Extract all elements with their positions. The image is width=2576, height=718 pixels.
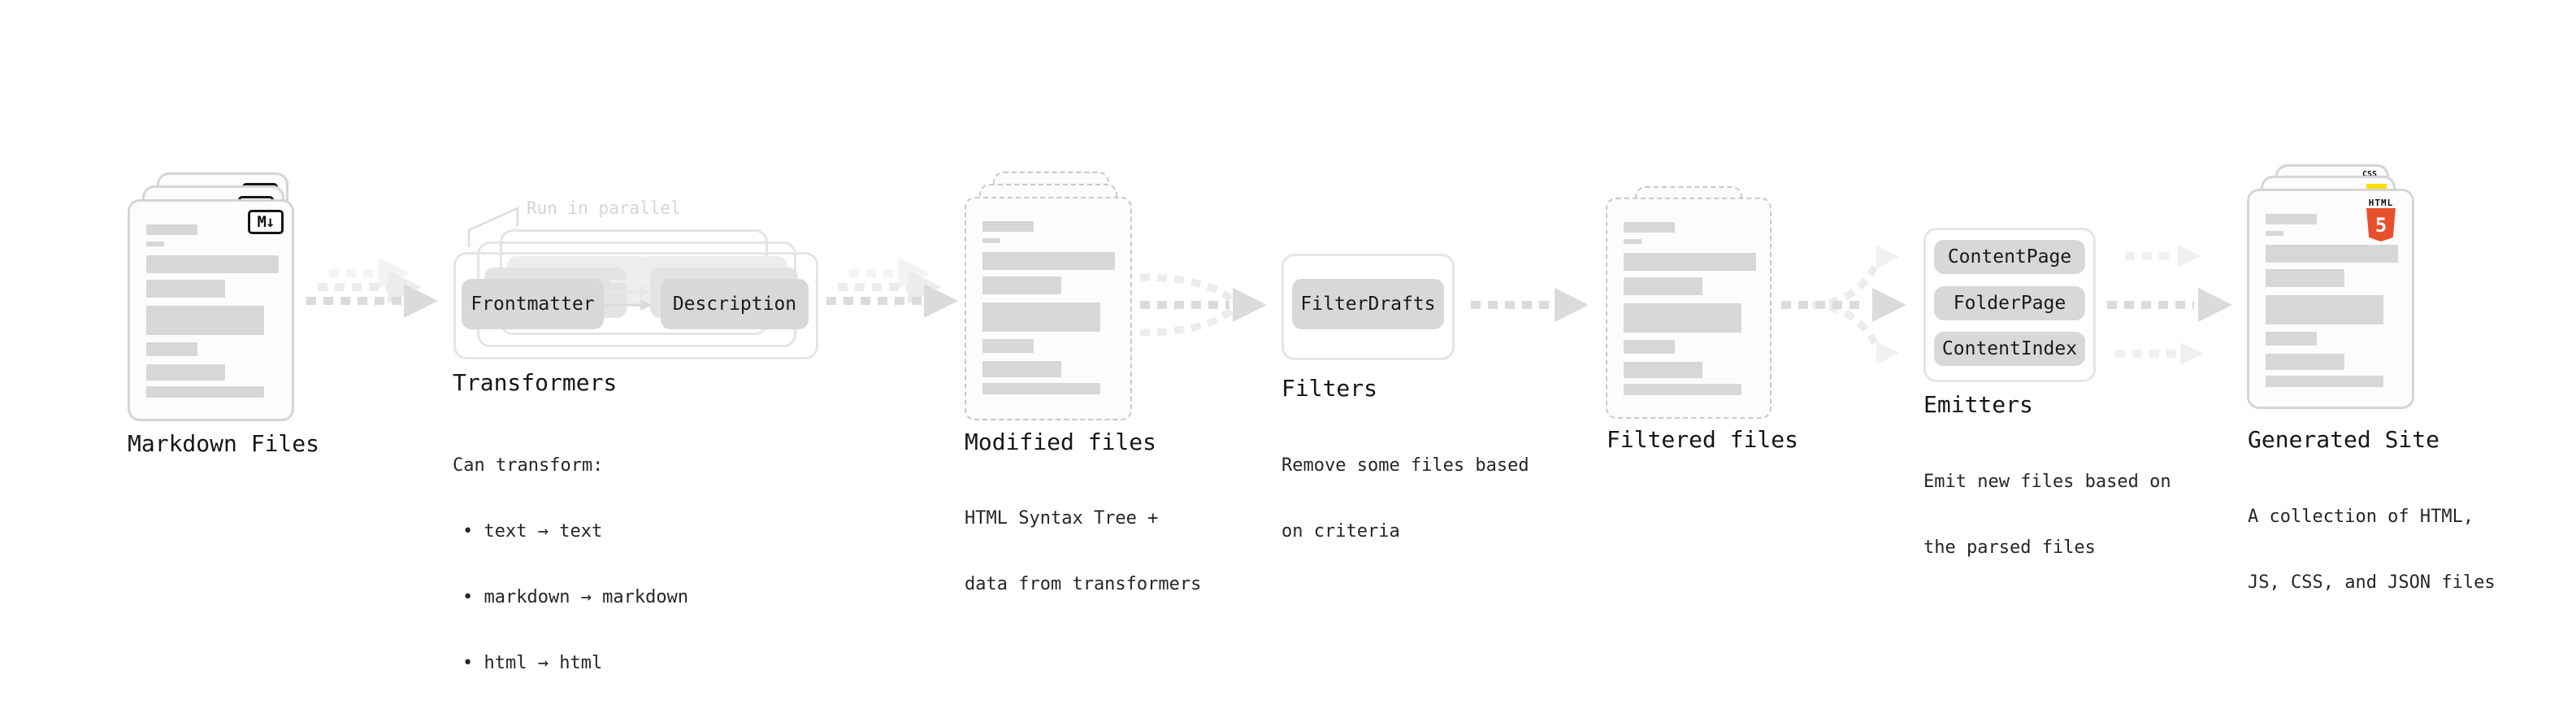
- text-bar: [146, 386, 264, 398]
- transformers-description-line: • text → text: [462, 521, 603, 542]
- frontmatter-chip-label: Frontmatter: [471, 294, 595, 315]
- pipeline-diagram: M↓ M↓ M↓ Markdown Files Frontmatter Desc…: [128, 164, 2496, 673]
- text-bar: [1624, 253, 1756, 271]
- markdown-files-label: Markdown Files: [128, 430, 320, 457]
- text-bar: [2266, 332, 2317, 346]
- markdown-icon-glyph: M↓: [257, 213, 275, 231]
- arrow-merge-modified-to-filters: [1139, 273, 1267, 337]
- transformers-description-line: Can transform:: [453, 455, 604, 476]
- text-bar: [146, 306, 264, 335]
- text-bar: [982, 383, 1100, 394]
- modified-files-label: Modified files: [965, 429, 1157, 455]
- text-bar: [982, 252, 1115, 270]
- site-file-card-html: HTML 5: [2247, 189, 2414, 409]
- text-bar: [982, 276, 1061, 294]
- markdown-icon: M↓: [248, 210, 284, 234]
- run-in-parallel-annotation: Run in parallel: [527, 198, 681, 218]
- text-bar: [146, 342, 197, 356]
- doc-content-bars: [2266, 214, 2398, 387]
- text-bar: [2266, 269, 2344, 287]
- text-bar: [146, 364, 225, 381]
- description-chip-label: Description: [672, 294, 797, 315]
- transformers-description-line: • html → html: [462, 653, 603, 673]
- html5-icon-wordmark: HTML: [2368, 198, 2394, 208]
- filters-description-line: Remove some files based: [1281, 455, 1529, 476]
- text-bar: [146, 242, 164, 246]
- folderpage-chip-label: FolderPage: [1953, 293, 2066, 314]
- text-bar: [2266, 231, 2283, 236]
- css-icon-wordmark: CSS: [2361, 170, 2378, 179]
- emitters-label: Emitters: [1923, 391, 2033, 418]
- transformers-label: Transformers: [453, 369, 618, 396]
- generated-site-description-line: A collection of HTML,: [2248, 507, 2474, 527]
- generated-site-label: Generated Site: [2248, 426, 2440, 453]
- svg-text:5: 5: [2375, 214, 2387, 237]
- text-bar: [2266, 295, 2383, 324]
- arrow-fanout-filtered-to-emitters: [1781, 246, 1906, 364]
- transformers-description: Can transform: • text → text • markdown …: [453, 411, 688, 718]
- transformers-description-line: • markdown → markdown: [462, 587, 689, 607]
- text-bar: [1624, 222, 1675, 233]
- folderpage-chip: FolderPage: [1934, 286, 2085, 320]
- filters-container: [1281, 254, 1455, 360]
- doc-content-bars: [982, 221, 1115, 394]
- contentindex-chip: ContentIndex: [1934, 332, 2085, 366]
- emitters-description-line: Emit new files based on: [1923, 472, 2171, 492]
- text-bar: [1624, 303, 1741, 333]
- filtered-file-card-front: [1606, 198, 1772, 419]
- text-bar: [982, 221, 1034, 232]
- arrow-markdown-to-transformers: [306, 257, 438, 318]
- frontmatter-chip: Frontmatter: [462, 279, 604, 329]
- description-chip: Description: [661, 279, 809, 329]
- html5-icon: HTML 5: [2365, 198, 2397, 246]
- contentpage-chip-label: ContentPage: [1947, 246, 2072, 268]
- text-bar: [146, 224, 197, 235]
- modified-files-description-line: HTML Syntax Tree +: [965, 508, 1159, 529]
- text-bar: [982, 339, 1034, 353]
- arrows-emitters-to-site: [2107, 245, 2232, 365]
- text-bar: [982, 302, 1100, 332]
- text-bar: [1624, 340, 1675, 354]
- doc-content-bars: [1624, 222, 1756, 395]
- transformer-inner-arrows: [603, 276, 652, 311]
- doc-content-bars: [146, 224, 279, 398]
- filters-description: Remove some files based on criteria: [1281, 411, 1529, 586]
- text-bar: [2266, 214, 2317, 224]
- text-bar: [1624, 362, 1702, 378]
- text-bar: [2266, 354, 2344, 370]
- text-bar: [2266, 376, 2383, 387]
- text-bar: [146, 280, 225, 298]
- text-bar: [2266, 245, 2398, 263]
- filterdrafts-chip-label: FilterDrafts: [1300, 294, 1436, 315]
- arrow-filters-to-filtered: [1471, 288, 1589, 322]
- modified-file-card-front: [965, 197, 1132, 420]
- arrow-transformers-to-modified: [826, 257, 958, 318]
- filtered-files-label: Filtered files: [1607, 426, 1799, 453]
- modified-files-description: HTML Syntax Tree + data from transformer…: [965, 463, 1201, 639]
- generated-site-description: A collection of HTML, JS, CSS, and JSON …: [2248, 462, 2496, 637]
- markdown-file-card-front: M↓: [128, 199, 294, 421]
- contentindex-chip-label: ContentIndex: [1941, 338, 2078, 359]
- emitters-description: Emit new files based on the parsed files: [1923, 427, 2171, 603]
- text-bar: [1624, 277, 1702, 295]
- html5-icon-shield: 5: [2366, 208, 2396, 242]
- modified-files-description-line: data from transformers: [965, 574, 1202, 594]
- text-bar: [1624, 384, 1741, 395]
- text-bar: [982, 361, 1061, 377]
- filters-description-line: on criteria: [1281, 521, 1400, 542]
- contentpage-chip: ContentPage: [1934, 240, 2085, 274]
- text-bar: [982, 238, 1000, 243]
- text-bar: [1624, 239, 1641, 244]
- emitters-container: [1923, 228, 2096, 382]
- filters-label: Filters: [1281, 375, 1378, 402]
- run-in-parallel-leader-line: [467, 207, 519, 247]
- emitters-description-line: the parsed files: [1923, 537, 2096, 558]
- transformers-layer-front: [453, 252, 818, 359]
- generated-site-description-line: JS, CSS, and JSON files: [2248, 572, 2496, 593]
- text-bar: [146, 255, 279, 273]
- filterdrafts-chip: FilterDrafts: [1292, 279, 1444, 329]
